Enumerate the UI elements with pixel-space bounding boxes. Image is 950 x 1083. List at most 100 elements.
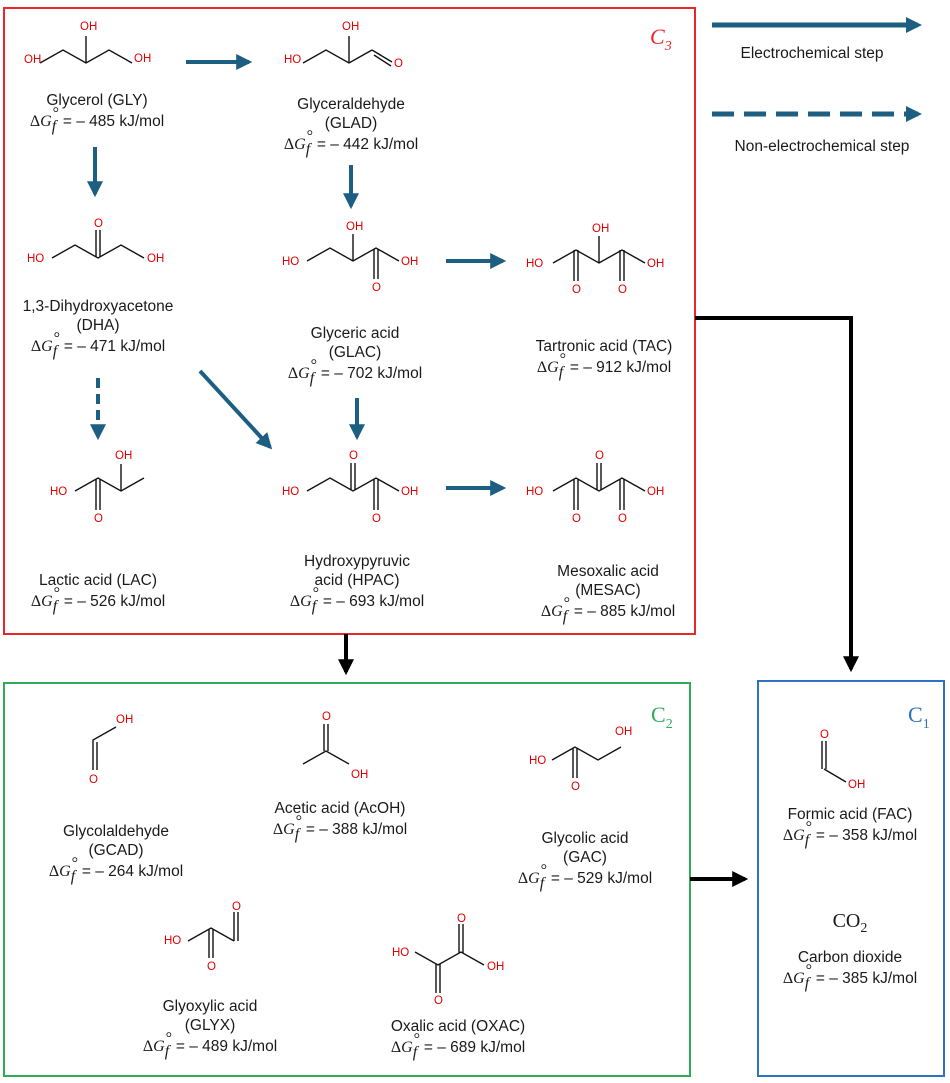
oxac-name-line-1: Oxalic acid (OXAC)	[391, 1018, 525, 1035]
svg-text:OH: OH	[134, 53, 151, 65]
svg-text:O: O	[207, 961, 216, 973]
acoh-gibbs-energy: ΔGf° = – 388 kJ/mol	[273, 813, 407, 843]
c3-box-title: C3	[650, 24, 672, 54]
svg-text:OH: OH	[401, 256, 418, 268]
glad-gibbs-energy: ΔGf° = – 442 kJ/mol	[284, 128, 418, 158]
gly-name-line-1: Glycerol (GLY)	[46, 92, 147, 109]
svg-text:HO: HO	[284, 54, 301, 66]
legend-electrochemical-label: Electrochemical step	[740, 45, 883, 62]
svg-text:OH: OH	[401, 486, 418, 498]
svg-text:OH: OH	[147, 253, 164, 265]
svg-text:O: O	[94, 513, 103, 525]
svg-text:HO: HO	[529, 755, 546, 767]
acoh-name-line-1: Acetic acid (AcOH)	[275, 800, 406, 817]
tac-name-line-1: Tartronic acid (TAC)	[536, 338, 673, 355]
svg-text:OH: OH	[342, 21, 359, 33]
svg-text:O: O	[232, 901, 241, 913]
svg-text:O: O	[618, 513, 627, 525]
svg-text:O: O	[94, 218, 103, 230]
svg-text:OH: OH	[346, 221, 363, 233]
glac-gibbs-energy: ΔGf° = – 702 kJ/mol	[288, 357, 422, 387]
svg-text:HO: HO	[526, 486, 543, 498]
glyoxylic-acid-structure: HO O O	[164, 901, 241, 973]
co2-gibbs-energy: ΔGf° = – 385 kJ/mol	[783, 962, 917, 992]
oxalic-acid-structure: HO O OH O	[392, 913, 504, 1007]
svg-text:O: O	[595, 450, 604, 462]
glad-name-line-1: Glyceraldehyde	[297, 96, 405, 113]
svg-text:O: O	[394, 58, 403, 70]
glycolaldehyde-structure: OH O	[89, 714, 133, 786]
svg-text:OH: OH	[615, 726, 632, 738]
electrochemical-arrows	[87, 54, 507, 496]
formic-acid-structure: O OH	[820, 729, 865, 791]
svg-text:O: O	[820, 729, 829, 741]
svg-text:HO: HO	[27, 253, 44, 265]
glycolic-acid-structure: HO OH O	[529, 726, 632, 793]
compound-labels: Glycerol (GLY)ΔGf° = – 485 kJ/mol Glycera…	[23, 92, 918, 1061]
fac-gibbs-energy: ΔGf° = – 358 kJ/mol	[783, 819, 917, 849]
co2-name-line-1: Carbon dioxide	[798, 949, 902, 966]
dha-name-line-1: 1,3-Dihydroxyacetone	[23, 298, 174, 315]
hydroxypyruvic-acid-structure: HO O OH O	[282, 450, 418, 525]
mesac-gibbs-energy: ΔGf° = – 885 kJ/mol	[541, 595, 675, 625]
tac-gibbs-energy: ΔGf° = – 912 kJ/mol	[537, 351, 671, 381]
dha-name-line-2: (DHA)	[76, 317, 119, 334]
svg-text:OH: OH	[351, 769, 368, 781]
glac-name-line-2: (GLAC)	[329, 344, 382, 361]
mesoxalic-acid-structure: HO O OH O O	[526, 450, 664, 525]
svg-text:O: O	[349, 450, 358, 462]
svg-text:O: O	[89, 774, 98, 786]
glyceraldehyde-structure: HO OH O	[284, 21, 403, 70]
svg-text:OH: OH	[647, 258, 664, 270]
mesac-name-line-1: Mesoxalic acid	[557, 563, 659, 580]
svg-text:OH: OH	[487, 961, 504, 973]
svg-text:O: O	[457, 913, 466, 925]
gac-name-line-2: (GAC)	[563, 849, 607, 866]
svg-text:HO: HO	[164, 935, 181, 947]
svg-text:O: O	[571, 781, 580, 793]
svg-text:HO: HO	[392, 947, 409, 959]
svg-text:O: O	[372, 513, 381, 525]
svg-text:OH: OH	[116, 714, 133, 726]
svg-text:HO: HO	[526, 258, 543, 270]
svg-text:O: O	[572, 513, 581, 525]
svg-text:O: O	[434, 995, 443, 1007]
svg-text:O: O	[572, 284, 581, 296]
svg-text:OH: OH	[647, 486, 664, 498]
c3-box	[3, 7, 696, 635]
gly-gibbs-energy: ΔGf° = – 485 kJ/mol	[30, 105, 164, 135]
glac-name-line-1: Glyceric acid	[311, 325, 400, 342]
svg-text:HO: HO	[282, 256, 299, 268]
gcad-gibbs-energy: ΔGf° = – 264 kJ/mol	[49, 855, 183, 885]
svg-text:OH: OH	[848, 779, 865, 791]
acetic-acid-structure: O OH	[302, 711, 368, 781]
fac-name-line-1: Formic acid (FAC)	[788, 806, 913, 823]
svg-text:OH: OH	[80, 21, 97, 33]
glyx-name-line-2: (GLYX)	[185, 1017, 236, 1034]
dha-gibbs-energy: ΔGf° = – 471 kJ/mol	[31, 330, 165, 360]
svg-text:OH: OH	[115, 450, 132, 462]
svg-text:O: O	[618, 284, 627, 296]
c2-box-title: C2	[651, 702, 673, 732]
glyceric-acid-structure: HO OH OH O	[282, 221, 418, 294]
arrow-c3-to-c1	[695, 316, 859, 673]
hpac-name-line-1: Hydroxypyruvic	[304, 553, 410, 570]
svg-text:O: O	[372, 282, 381, 294]
svg-text:HO: HO	[282, 486, 299, 498]
glyx-name-line-1: Glyoxylic acid	[163, 998, 258, 1015]
oxac-gibbs-energy: ΔGf° = – 689 kJ/mol	[391, 1031, 525, 1061]
svg-text:O: O	[322, 711, 331, 723]
gcad-name-line-1: Glycolaldehyde	[63, 823, 169, 840]
glad-name-line-2: (GLAD)	[325, 115, 378, 132]
svg-text:OH: OH	[592, 223, 609, 235]
lac-gibbs-energy: ΔGf° = – 526 kJ/mol	[31, 585, 165, 615]
gcad-name-line-2: (GCAD)	[88, 842, 143, 859]
gac-gibbs-energy: ΔGf° = – 529 kJ/mol	[518, 862, 652, 892]
hpac-name-line-2: acid (HPAC)	[315, 572, 400, 589]
hpac-gibbs-energy: ΔGf° = – 693 kJ/mol	[290, 585, 424, 615]
c1-box	[757, 680, 945, 1077]
svg-text:HO: HO	[50, 486, 67, 498]
gac-name-line-1: Glycolic acid	[542, 830, 629, 847]
arrow-dha-to-hpac	[198, 369, 273, 450]
